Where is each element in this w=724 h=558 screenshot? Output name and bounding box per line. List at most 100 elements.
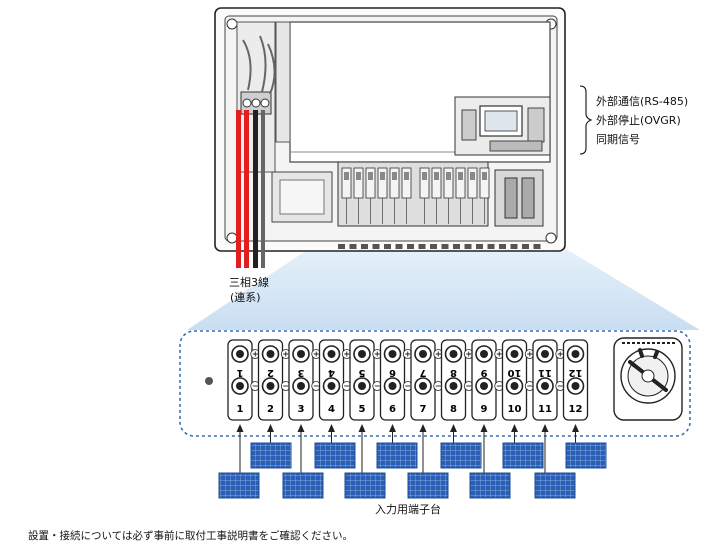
cable-gland [407, 244, 414, 249]
terminal-number-lower: 3 [298, 404, 305, 415]
magnification-cone [187, 238, 700, 330]
breaker-lever [446, 172, 451, 180]
cable-gland [395, 244, 403, 249]
terminal-number-upper: 3 [297, 367, 304, 378]
pv-panel-icon [534, 472, 576, 499]
terminal-plus-pin [327, 350, 336, 358]
arrow-up-icon [328, 424, 335, 432]
terminal-number-lower: 11 [538, 404, 552, 415]
arrow-up-icon [389, 424, 396, 432]
ac-output-cables [236, 110, 265, 268]
cable-gland [533, 244, 541, 249]
output-label-grid: (連系) [230, 291, 261, 304]
terminal-minus-pin [297, 382, 305, 390]
breaker-lever [356, 172, 361, 180]
pv-panel-icon [314, 442, 356, 469]
plus-sign [466, 351, 472, 357]
output-label-three-phase: 三相3線 [229, 276, 269, 289]
signal-label-ovgr: 外部停止(OVGR) [596, 114, 681, 127]
pv-panel-icon [502, 442, 544, 469]
terminal-plus-pin [236, 350, 244, 358]
terminal-number-lower: 7 [420, 404, 427, 415]
signal-label-rs485: 外部通信(RS-485) [596, 95, 689, 108]
pv-panel-icon [565, 442, 607, 469]
breaker-lever [392, 172, 397, 180]
plus-sign [496, 351, 502, 357]
terminal-minus-pin [327, 382, 336, 390]
arrow-up-icon [267, 424, 274, 432]
arrow-up-icon [236, 424, 244, 432]
terminal-plus-pin [297, 350, 305, 358]
terminal-number-lower: 12 [569, 404, 583, 415]
terminal-minus-pin [571, 382, 580, 390]
signal-label-sync: 同期信号 [596, 133, 640, 146]
terminal-number-lower: 6 [389, 404, 396, 415]
arrow-up-icon [297, 424, 305, 432]
terminal-number-upper: 5 [358, 367, 365, 378]
arrow-up-icon [480, 424, 488, 432]
arrow-up-icon [511, 424, 518, 432]
terminal-minus-pin [388, 382, 397, 390]
plus-sign [344, 351, 350, 357]
pv-panel-icon [469, 472, 511, 499]
breaker-lever [458, 172, 463, 180]
cable-gland [522, 244, 529, 249]
cable-gland [418, 244, 426, 249]
terminal-minus-pin [541, 382, 549, 390]
pv-panel-icon [407, 472, 449, 499]
dc-switch-icon [613, 337, 683, 421]
inverter-unit [214, 7, 566, 252]
terminal-number-upper: 8 [450, 367, 457, 378]
terminal-plus-pin [571, 350, 580, 358]
terminal-number-lower: 4 [328, 404, 335, 415]
arrow-up-icon [358, 424, 366, 432]
pv-panel-icon [282, 472, 324, 499]
cable-gland [361, 244, 368, 249]
screw-icon [205, 377, 213, 385]
terminal-number-upper: 9 [480, 367, 487, 378]
cable-gland [464, 244, 472, 249]
terminal-number-lower: 10 [508, 404, 522, 415]
terminal-minus-pin [358, 382, 366, 390]
terminal-number-upper: 4 [328, 367, 335, 378]
arrow-up-icon [572, 424, 579, 432]
terminal-number-upper: 10 [508, 367, 522, 378]
plus-sign [283, 351, 289, 357]
cable-gland [384, 244, 391, 249]
breaker-lever [380, 172, 385, 180]
terminal-minus-pin [236, 382, 244, 390]
cable-gland [499, 244, 506, 249]
cable-gland [430, 244, 437, 249]
terminal-plus-pin [449, 350, 458, 358]
plus-sign [435, 351, 441, 357]
terminal-minus-pin [510, 382, 519, 390]
plus-sign [405, 351, 411, 357]
terminal-plus-pin [419, 350, 427, 358]
cable-gland [476, 244, 483, 249]
terminal-number-upper: 11 [538, 367, 552, 378]
cable-gland [349, 244, 357, 249]
pv-panel-icon [376, 442, 418, 469]
plus-sign [252, 351, 258, 357]
terminal-number-upper: 1 [236, 367, 243, 378]
terminal-number-lower: 5 [359, 404, 366, 415]
breaker-lever [482, 172, 487, 180]
terminal-number-lower: 2 [267, 404, 274, 415]
breaker-lever [344, 172, 349, 180]
breaker-lever [404, 172, 409, 180]
plus-sign [557, 351, 563, 357]
breaker-lever [470, 172, 475, 180]
cable-gland [372, 244, 380, 249]
breaker-lever [434, 172, 439, 180]
pv-panel-icon [440, 442, 482, 469]
terminal-plus-pin [388, 350, 397, 358]
plus-sign [374, 351, 380, 357]
pv-panel-icon [218, 472, 260, 499]
installation-footnote: 設置・接続については必ず事前に取付工事説明書をご確認ください。 [28, 530, 353, 542]
terminal-minus-pin [449, 382, 458, 390]
terminal-minus-pin [266, 382, 275, 390]
terminal-minus-pin [480, 382, 488, 390]
